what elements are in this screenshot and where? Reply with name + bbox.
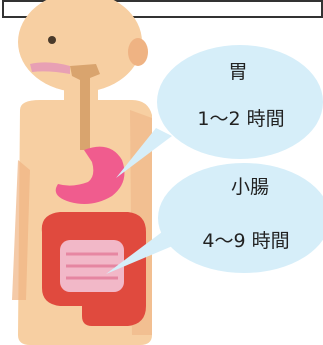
eye bbox=[48, 36, 56, 44]
small-intestine-time: 4～9 時間 bbox=[188, 232, 304, 251]
small-intestine-label: 小腸 bbox=[220, 178, 280, 197]
stomach-label: 胃 bbox=[218, 63, 258, 82]
ear bbox=[128, 38, 148, 66]
stomach-time: 1～2 時間 bbox=[186, 110, 296, 129]
